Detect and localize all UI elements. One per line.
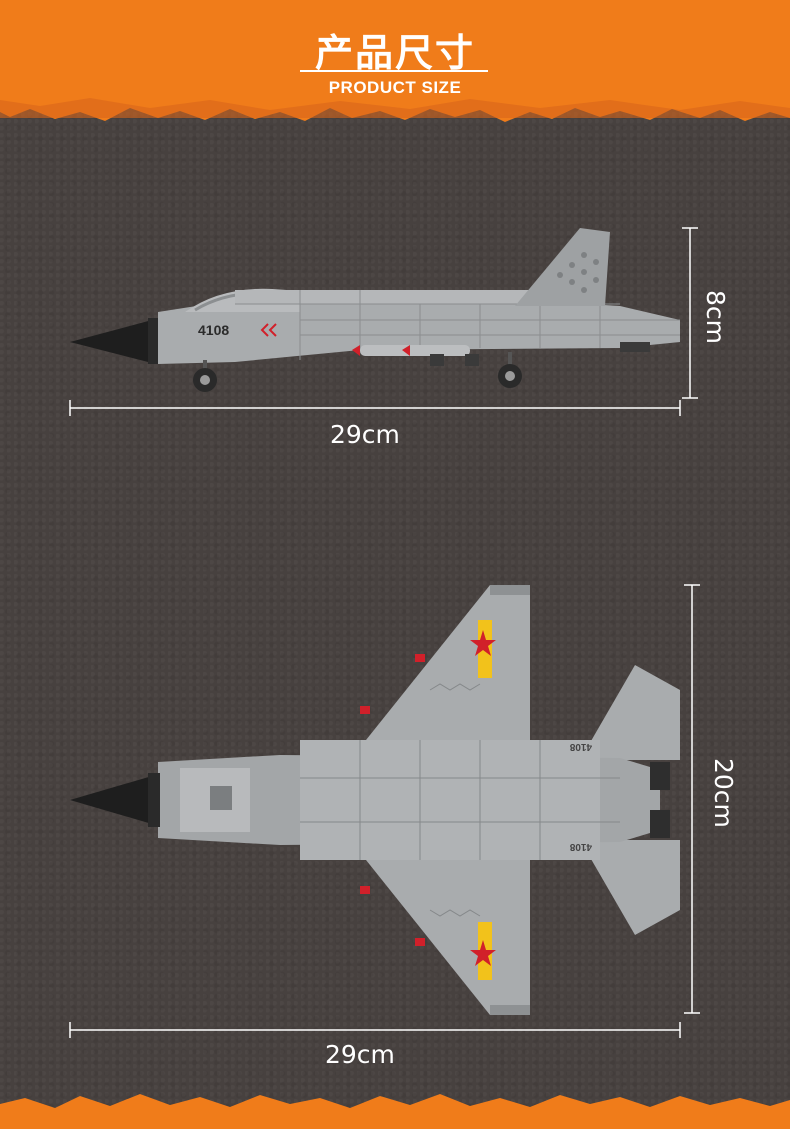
cockpit	[210, 786, 232, 810]
wing-upper	[350, 585, 530, 760]
missile-2	[410, 345, 470, 356]
footer-banner	[0, 1094, 790, 1129]
nose-cone	[70, 320, 152, 363]
stabilizer-lower	[580, 840, 680, 935]
side-width-label: 29cm	[330, 420, 400, 449]
top-height-label: 20cm	[709, 758, 738, 828]
tail-fin	[515, 228, 610, 306]
wing-lower	[350, 840, 530, 1015]
header-banner	[0, 0, 790, 122]
page-title-chinese: 产品尺寸	[314, 31, 475, 75]
stabilizer-upper	[580, 665, 680, 760]
title-divider	[300, 70, 488, 72]
page-title-english: PRODUCT SIZE	[328, 78, 462, 97]
star-insignia-upper	[470, 630, 496, 656]
engine-nozzle-2	[650, 810, 670, 838]
missile-tip	[415, 654, 425, 662]
jet-side-view: 4108	[70, 228, 680, 392]
chevron-marking	[260, 323, 277, 337]
top-width-label: 29cm	[325, 1040, 395, 1069]
top-tail-number-lower: 4108	[569, 841, 592, 852]
star-insignia-lower	[470, 940, 496, 966]
engine-nozzle-1	[650, 762, 670, 790]
missile-1	[360, 345, 420, 356]
side-height-label: 8cm	[701, 290, 730, 345]
side-tail-number: 4108	[198, 322, 229, 338]
top-tail-number-upper: 4108	[569, 741, 592, 752]
top-nose-cone	[70, 776, 152, 824]
jet-top-view: 4108 4108	[70, 585, 680, 1015]
